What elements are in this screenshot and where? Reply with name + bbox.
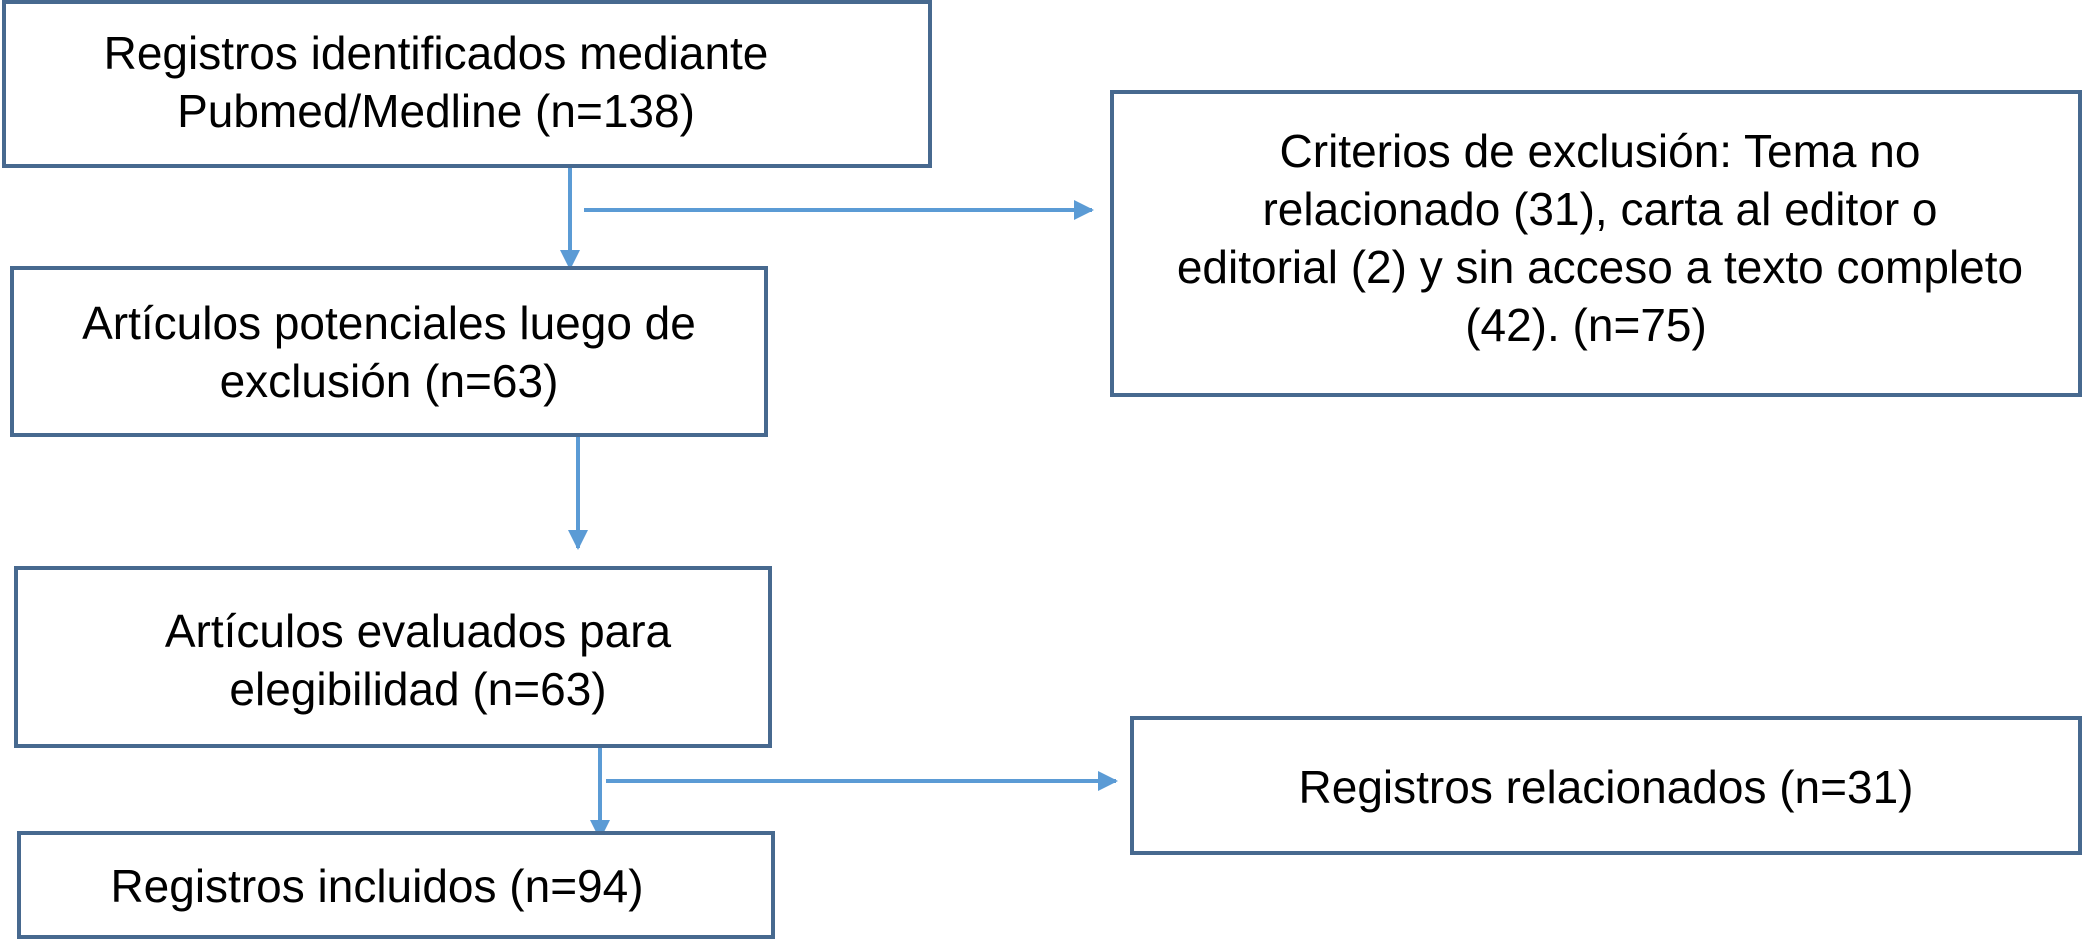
box-included-line-1: Registros incluidos (n=94) — [110, 860, 644, 912]
box-exclusion-line-1: Criterios de exclusión: Tema no — [1279, 125, 1921, 177]
box-potential-line-1: Artículos potenciales luego de — [82, 297, 696, 349]
box-identified-line-2: Pubmed/Medline (n=138) — [177, 85, 695, 137]
box-identified-records: Registros identificados mediante Pubmed/… — [2, 0, 932, 168]
box-included-records: Registros incluidos (n=94) — [17, 831, 775, 939]
box-exclusion-line-4: (42). (n=75) — [1465, 299, 1707, 351]
box-potential-articles: Artículos potenciales luego de exclusión… — [10, 266, 768, 437]
box-related-line-1: Registros relacionados (n=31) — [1298, 761, 1914, 813]
box-related-records: Registros relacionados (n=31) — [1130, 716, 2082, 855]
box-identified-line-1: Registros identificados mediante — [103, 27, 769, 79]
box-exclusion-line-3: editorial (2) y sin acceso a texto compl… — [1176, 241, 2024, 293]
box-evaluated-line-2: elegibilidad (n=63) — [229, 663, 607, 715]
box-evaluated-articles: Artículos evaluados para elegibilidad (n… — [14, 566, 772, 748]
box-exclusion-line-2: relacionado (31), carta al editor o — [1262, 183, 1938, 235]
box-evaluated-line-1: Artículos evaluados para — [164, 605, 672, 657]
box-exclusion-criteria: Criterios de exclusión: Tema no relacion… — [1110, 90, 2082, 397]
box-potential-line-2: exclusión (n=63) — [219, 355, 559, 407]
